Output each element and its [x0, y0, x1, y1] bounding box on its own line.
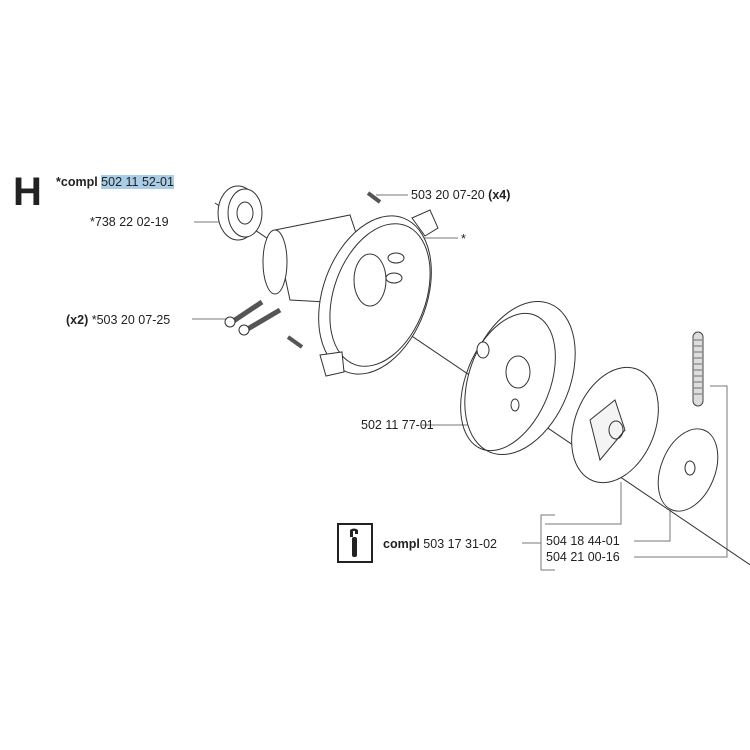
kit-number[interactable]: 503 17 31-02: [423, 537, 497, 551]
assembly-header: *compl 502 11 52-01: [56, 175, 174, 189]
label-spring[interactable]: 504 21 00-16: [546, 550, 620, 564]
assembly-part-number[interactable]: 502 11 52-01: [101, 175, 174, 189]
wrench-icon: [350, 528, 358, 557]
label-clutch-shoe[interactable]: 504 18 44-01: [546, 534, 620, 548]
label-kit: compl 503 17 31-02: [383, 537, 497, 551]
screw-side-qty: (x2): [66, 313, 89, 327]
screw-side-number[interactable]: *503 20 07-25: [91, 313, 171, 327]
label-screw-top: 503 20 07-20 (x4): [411, 188, 510, 202]
label-clutch-drum[interactable]: 502 11 77-01: [361, 418, 434, 432]
tool-box: [337, 523, 373, 563]
section-letter: H: [13, 170, 42, 214]
kit-prefix: compl: [383, 537, 420, 551]
screw-top-number[interactable]: 503 20 07-20: [411, 188, 485, 202]
label-asterisk: *: [461, 232, 466, 246]
label-screw-side: (x2) *503 20 07-25: [66, 313, 170, 327]
screw-top-qty: (x4): [488, 188, 511, 202]
label-bearing[interactable]: *738 22 02-19: [90, 215, 169, 229]
assembly-prefix: *compl: [56, 175, 98, 189]
